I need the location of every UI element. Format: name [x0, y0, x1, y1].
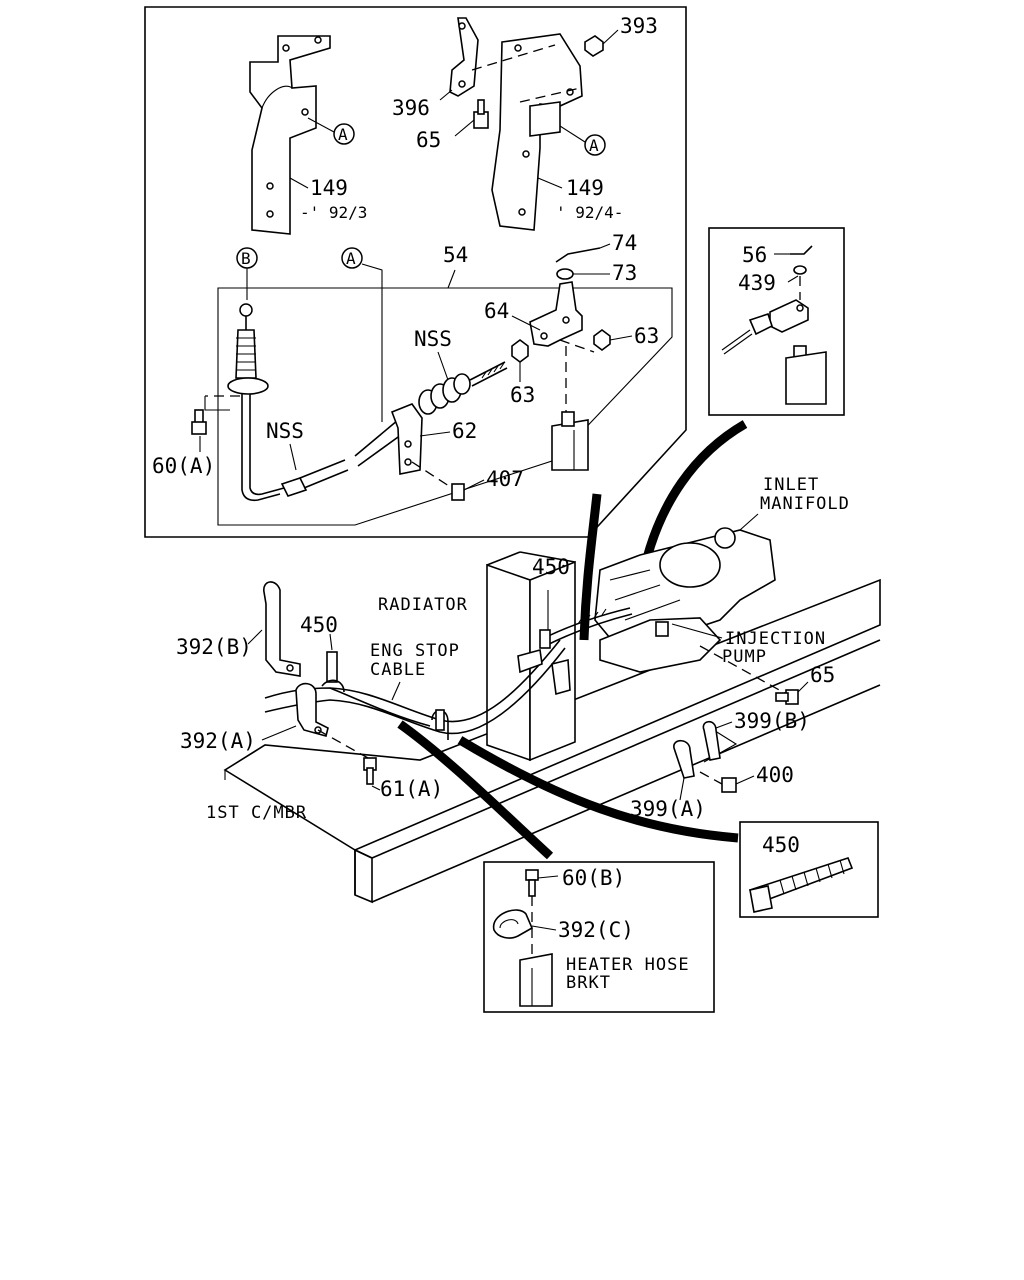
clip-392a	[295, 682, 329, 737]
callout-60a: 60(A)	[152, 454, 215, 478]
frame-crossmember	[223, 578, 881, 904]
bolt-65-lower	[775, 689, 799, 705]
inj-label-1: INJECTION	[725, 629, 826, 649]
bolt-60a	[191, 409, 207, 435]
engine-block	[594, 513, 776, 651]
tie-450-upper	[517, 590, 551, 674]
callout-63-mid: 63	[510, 383, 535, 407]
tie-450-mid	[321, 651, 345, 693]
callout-73: 73	[612, 261, 637, 285]
callout-56: 56	[742, 243, 767, 267]
heater-label-1: HEATER HOSE	[566, 955, 690, 975]
callout-439: 439	[738, 271, 776, 295]
callout-392b: 392(B)	[176, 635, 252, 659]
callout-60b: 60(B)	[562, 866, 625, 890]
engstop-label-2: CABLE	[370, 660, 426, 680]
radiator-body	[486, 551, 576, 762]
bolt-61a	[363, 757, 377, 785]
inset-cable-tie-450	[748, 857, 854, 913]
callout-392a: 392(A)	[180, 729, 256, 753]
cmbr-label: 1ST C/MBR	[206, 803, 307, 823]
callout-65-top: 65	[416, 128, 441, 152]
callout-450-mid: 450	[300, 613, 338, 637]
nut-393	[584, 35, 604, 57]
bracket-64	[529, 281, 583, 347]
callout-450-inset: 450	[762, 833, 800, 857]
inlet-label-2: MANIFOLD	[760, 494, 850, 514]
callout-61a: 61(A)	[380, 777, 443, 801]
callout-399b: 399(B)	[734, 709, 810, 733]
clip-392c	[493, 909, 534, 939]
washer-439	[793, 265, 807, 275]
callout-149-late: 149	[566, 176, 604, 200]
inj-label-2: PUMP	[722, 647, 767, 667]
callout-74: 74	[612, 231, 637, 255]
callout-450-upper: 450	[532, 555, 570, 579]
bolt-60b	[525, 869, 539, 897]
bolt-407	[451, 483, 465, 501]
heater-label-2: BRKT	[566, 973, 611, 993]
clip-near-pump	[431, 658, 571, 740]
circle-a-cable: A	[346, 249, 356, 268]
inset-heater-frame	[483, 861, 715, 1013]
callout-396: 396	[392, 96, 430, 120]
callout-407: 407	[486, 467, 524, 491]
inlet-label-1: INLET	[763, 475, 819, 495]
eng-stop-cable-assembly	[227, 303, 508, 502]
clip-56	[790, 245, 813, 255]
top-frame	[144, 6, 687, 538]
circle-a-bracket-early: A	[338, 125, 348, 144]
clip-399b	[702, 720, 721, 761]
radiator-label: RADIATOR	[378, 595, 468, 615]
washer-73	[556, 268, 574, 280]
cable-end-fitting	[721, 299, 809, 355]
callout-64: 64	[484, 299, 509, 323]
clip-74	[555, 247, 601, 263]
callout-400: 400	[756, 763, 794, 787]
callout-63-right: 63	[634, 324, 659, 348]
inset-post	[785, 345, 827, 405]
callout-62: 62	[452, 419, 477, 443]
nut-63-right	[593, 329, 611, 351]
callout-392c: 392(C)	[558, 918, 634, 942]
clip-399a	[673, 739, 695, 779]
pump-lever-post	[551, 411, 589, 471]
callout-149-late-note: ' 92/4-	[556, 203, 623, 222]
bracket-149-late	[449, 17, 583, 231]
engstop-label-1: ENG STOP	[370, 641, 460, 661]
bracket-149-early	[249, 35, 331, 235]
bolt-400	[721, 777, 737, 793]
nut-63-mid	[511, 339, 529, 363]
circle-a-bracket-late: A	[589, 136, 599, 155]
clip-392b	[263, 581, 301, 677]
inset-450-frame	[739, 821, 879, 918]
callout-149-early-note: -' 92/3	[300, 203, 367, 222]
heater-hose-brkt-post	[519, 953, 553, 1007]
nss-lower: NSS	[266, 419, 304, 443]
bolt-65-top	[473, 99, 489, 129]
bracket-396	[449, 17, 479, 97]
callout-65-lower: 65	[810, 663, 835, 687]
callout-54: 54	[443, 243, 468, 267]
nss-upper: NSS	[414, 327, 452, 351]
callout-149-early: 149	[310, 176, 348, 200]
circle-b: B	[241, 249, 251, 268]
injection-pump	[539, 607, 722, 673]
callout-393: 393	[620, 14, 658, 38]
callout-399a: 399(A)	[630, 797, 706, 821]
inset-56-439-frame	[708, 227, 845, 416]
